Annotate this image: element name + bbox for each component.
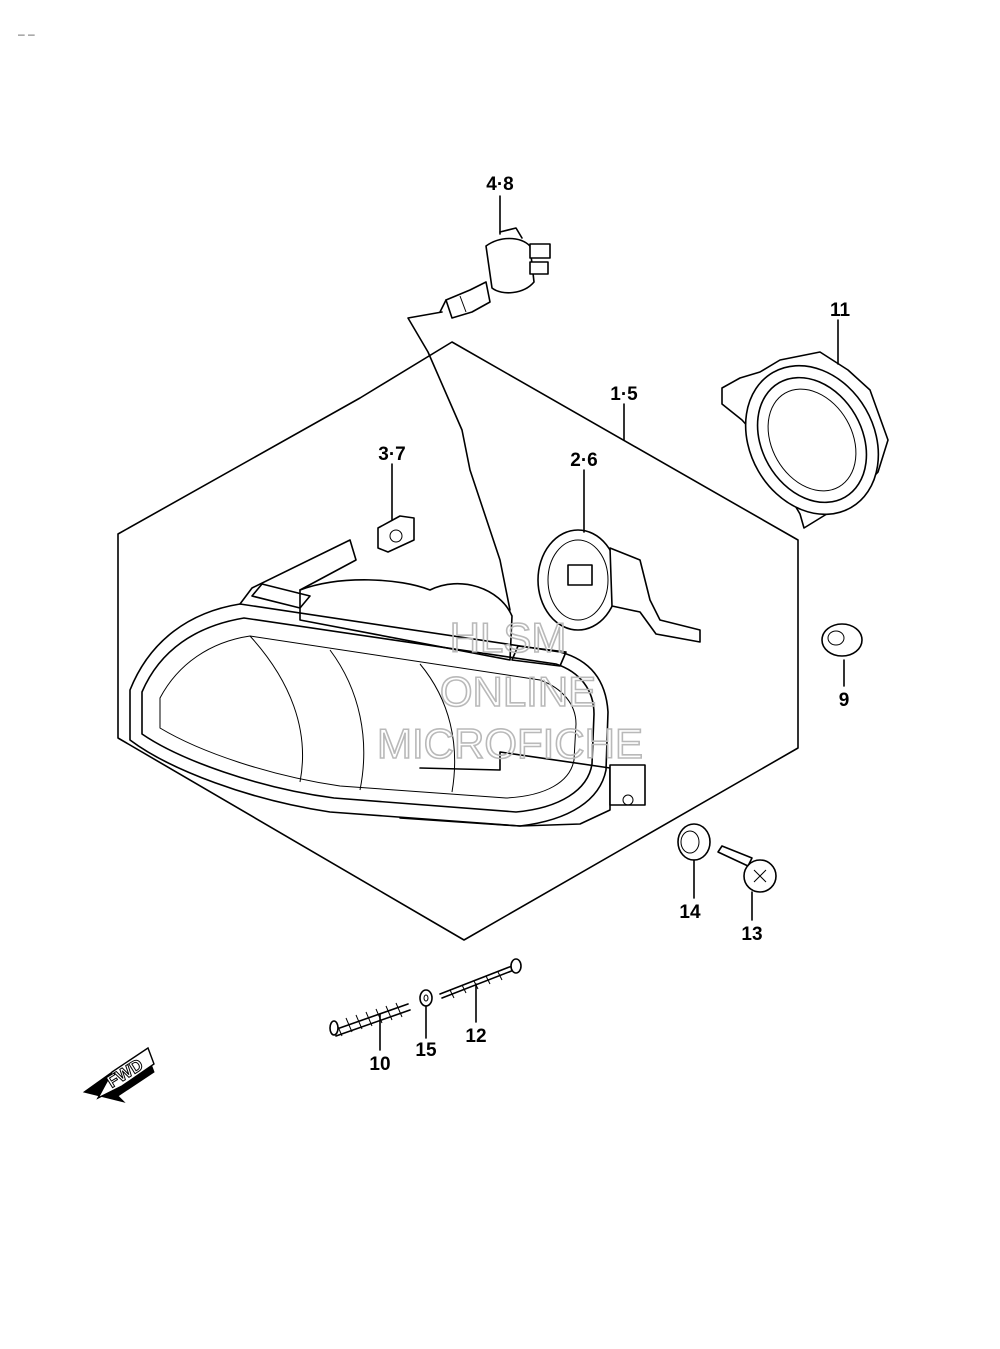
callout-12: 12 (465, 1026, 486, 1047)
callout-1-5: 1·5 (610, 384, 638, 405)
corner-mark: – – (18, 27, 35, 41)
bulb-leader (407, 311, 511, 611)
collar (677, 823, 711, 861)
bulb (439, 227, 551, 319)
cover-ring (721, 351, 889, 529)
callout-4-8: 4·8 (486, 174, 513, 195)
screw (717, 845, 777, 893)
clip (377, 515, 415, 553)
grommet (821, 623, 863, 657)
callout-13: 13 (741, 924, 762, 945)
watermark-line-2: ONLINE (440, 668, 596, 715)
callout-9: 9 (839, 690, 850, 711)
callout-11: 11 (830, 300, 851, 321)
watermark-line-1: HLSM (450, 614, 567, 661)
headlight-housing (129, 539, 646, 827)
spring (329, 1002, 411, 1037)
callout-3-7: 3·7 (378, 444, 405, 465)
callout-15: 15 (415, 1040, 437, 1061)
socket (537, 529, 701, 643)
assembly-outline (117, 341, 799, 941)
adjust-screw (439, 958, 522, 999)
washer (419, 989, 433, 1007)
fwd-arrow-icon (82, 1046, 155, 1103)
callout-2-6: 2·6 (570, 450, 597, 471)
callout-10: 10 (369, 1054, 390, 1075)
watermark-line-3: MICROFICHE (377, 720, 643, 767)
callout-14: 14 (679, 902, 701, 923)
leader-lines (379, 195, 845, 1051)
